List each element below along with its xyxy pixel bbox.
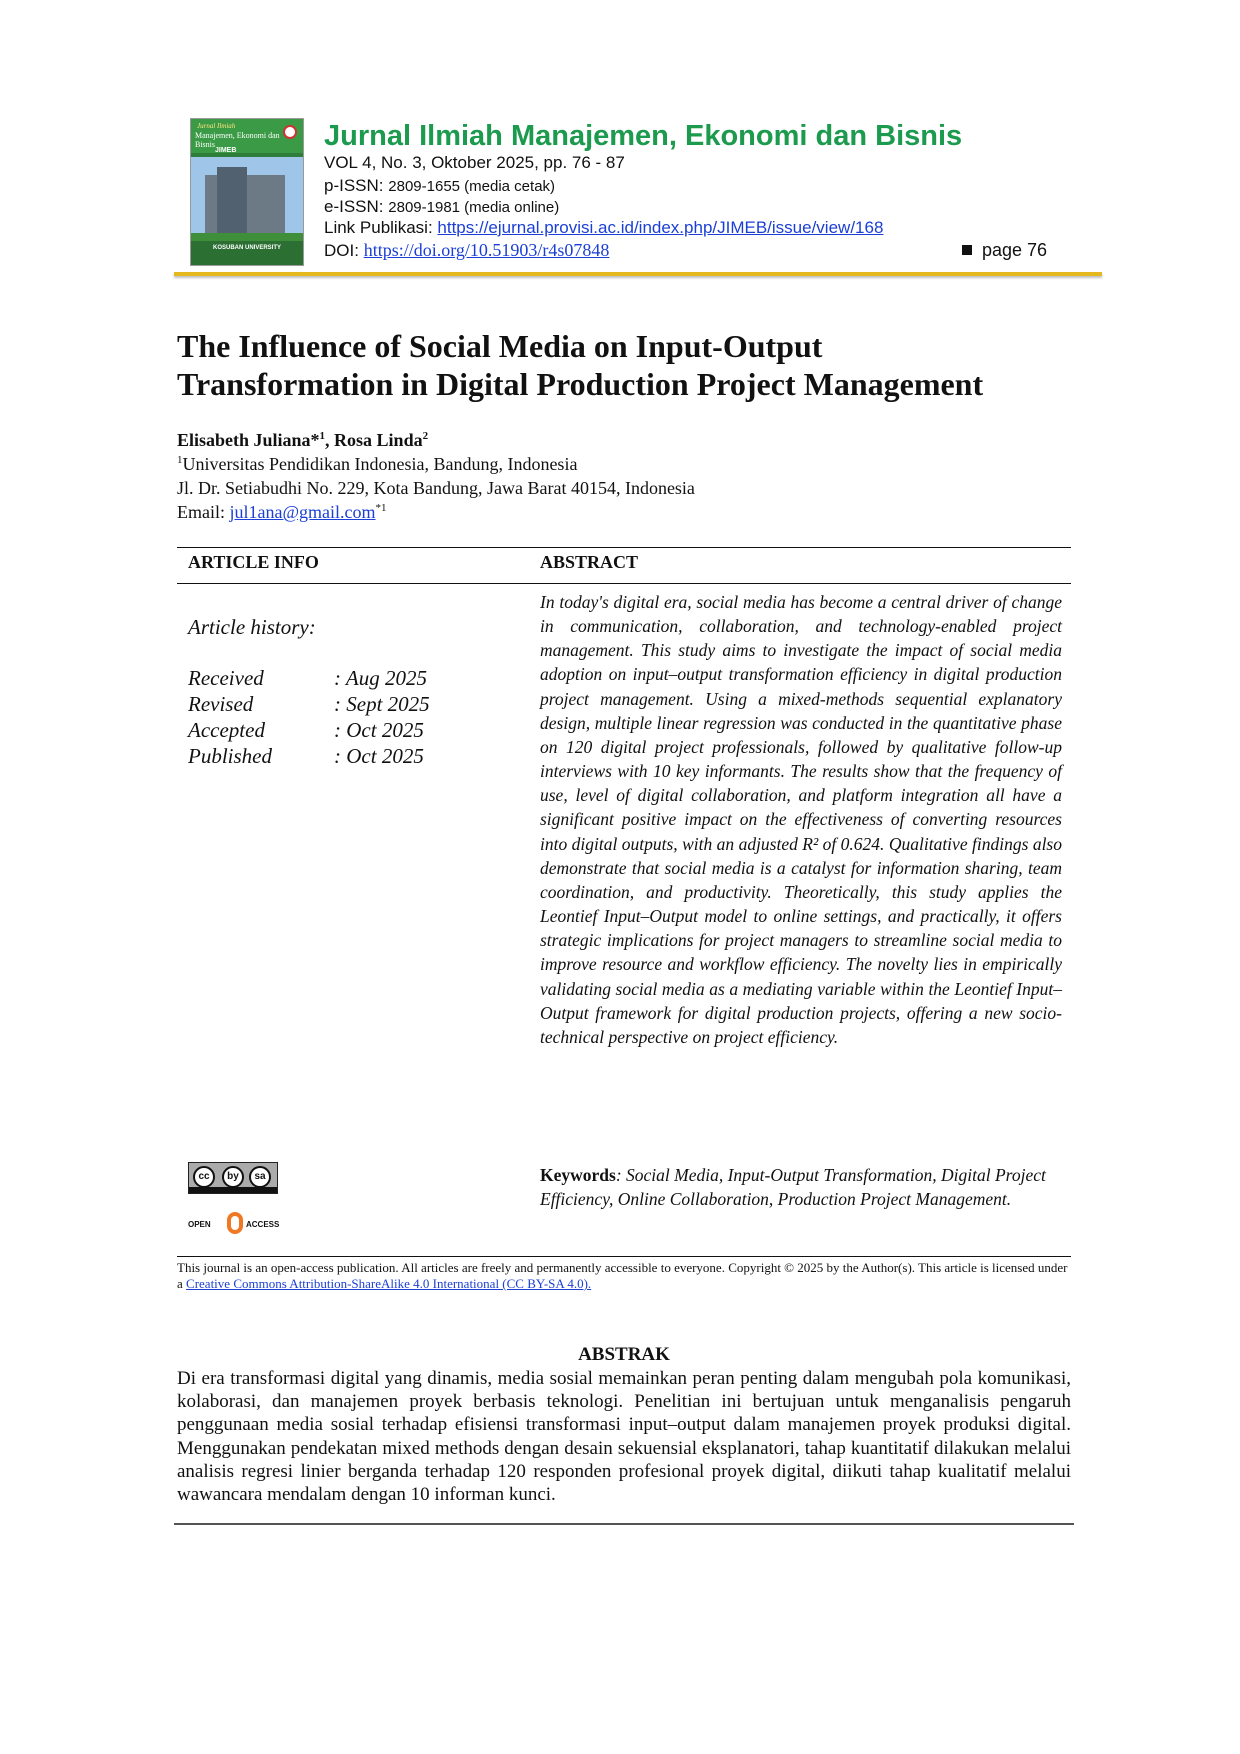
table-bottom-rule bbox=[177, 1256, 1071, 1257]
abstrak-heading: ABSTRAK bbox=[578, 1344, 670, 1365]
doi-link[interactable]: https://doi.org/10.51903/r4s07848 bbox=[363, 240, 610, 260]
publication-link[interactable]: https://ejurnal.provisi.ac.id/index.php/… bbox=[437, 218, 884, 237]
cover-abbreviation: JIMEB bbox=[215, 147, 237, 154]
license-note: This journal is an open-access publicati… bbox=[177, 1260, 1071, 1292]
history-received-label: Received bbox=[188, 666, 264, 690]
open-lock-icon bbox=[227, 1212, 243, 1234]
address: Jl. Dr. Setiabudhi No. 229, Kota Bandung… bbox=[177, 478, 695, 498]
history-received-value: : Aug 2025 bbox=[334, 666, 427, 690]
history-revised-value: : Sept 2025 bbox=[334, 692, 430, 716]
history-published-label: Published bbox=[188, 744, 272, 768]
open-access-left: OPEN bbox=[188, 1220, 211, 1229]
license-note-text: This journal is an open-access publicati… bbox=[177, 1260, 1068, 1291]
publication-link-label: Link Publikasi: bbox=[324, 218, 433, 237]
email-label: Email: bbox=[177, 502, 230, 522]
pissn-value: 2809-1655 (media cetak) bbox=[388, 178, 556, 195]
page-label: page 76 bbox=[982, 240, 1048, 260]
journal-title: Jurnal Ilmiah Manajemen, Ekonomi dan Bis… bbox=[324, 120, 963, 152]
author-line: Elisabeth Juliana*1, Rosa Linda2 bbox=[177, 430, 428, 451]
eissn-line: e-ISSN: 2809-1981 (media online) bbox=[324, 197, 559, 217]
publication-link-line: Link Publikasi: https://ejurnal.provisi.… bbox=[324, 218, 883, 238]
author-1: Elisabeth Juliana* bbox=[177, 430, 320, 450]
doi-line: DOI: https://doi.org/10.51903/r4s07848 bbox=[324, 240, 609, 261]
volume-line: VOL 4, No. 3, Oktober 2025, pp. 76 - 87 bbox=[324, 153, 625, 172]
pissn-line: p-ISSN: 2809-1655 (media cetak) bbox=[324, 176, 555, 196]
email-link[interactable]: jul1ana@gmail.com bbox=[229, 502, 376, 522]
page-number: page 76 bbox=[962, 240, 1047, 261]
by-icon: by bbox=[222, 1166, 244, 1188]
article-history-label: Article history: bbox=[188, 615, 316, 639]
abstrak-text: Di era transformasi digital yang dinamis… bbox=[177, 1368, 1071, 1506]
article-title: The Influence of Social Media on Input-O… bbox=[177, 327, 1077, 403]
table-header-rule bbox=[177, 583, 1071, 584]
cc-icon: cc bbox=[193, 1166, 215, 1188]
cc-by-sa-license-icon[interactable]: cc by sa bbox=[188, 1162, 278, 1194]
doi-label: DOI: bbox=[324, 241, 359, 260]
cover-footer: KOSUBAN UNIVERSITY bbox=[213, 245, 282, 251]
header-divider bbox=[174, 272, 1102, 276]
cover-journal-name: Manajemen, Ekonomi dan Bisnis bbox=[195, 131, 280, 149]
history-published-value: : Oct 2025 bbox=[334, 744, 424, 768]
author-2-sup: 2 bbox=[422, 430, 429, 442]
article-title-line-2: Transformation in Digital Production Pro… bbox=[177, 366, 984, 402]
cc-strip bbox=[189, 1187, 277, 1193]
abstract-heading: ABSTRACT bbox=[540, 552, 639, 572]
eissn-value: 2809-1981 (media online) bbox=[388, 199, 560, 216]
article-info-heading: ARTICLE INFO bbox=[188, 552, 319, 572]
journal-cover-image: Jurnal Ilmiah Manajemen, Ekonomi dan Bis… bbox=[190, 118, 304, 266]
article-title-line-1: The Influence of Social Media on Input-O… bbox=[177, 328, 823, 364]
keywords-label: Keywords bbox=[540, 1165, 616, 1185]
author-1-sup: 1 bbox=[319, 430, 326, 442]
history-accepted-label: Accepted bbox=[188, 718, 265, 742]
affiliation-sup: 1 bbox=[177, 454, 183, 466]
cover-tagline: Jurnal Ilmiah bbox=[197, 122, 236, 130]
sa-icon: sa bbox=[249, 1166, 271, 1188]
cover-seal-icon bbox=[283, 125, 297, 139]
history-accepted-value: : Oct 2025 bbox=[334, 718, 424, 742]
abstrak-bottom-rule bbox=[174, 1523, 1074, 1525]
author-separator: , bbox=[325, 430, 335, 450]
square-bullet-icon bbox=[962, 245, 972, 255]
open-access-icon: OPEN ACCESS bbox=[188, 1210, 288, 1240]
email-line: Email: jul1ana@gmail.com*1 bbox=[177, 502, 387, 523]
eissn-label: e-ISSN: bbox=[324, 197, 384, 216]
keywords: Keywords: Social Media, Input-Output Tra… bbox=[540, 1165, 1046, 1209]
email-sup: *1 bbox=[375, 502, 387, 514]
author-2: Rosa Linda bbox=[334, 430, 423, 450]
history-revised-label: Revised bbox=[188, 692, 254, 716]
open-access-right: ACCESS bbox=[246, 1220, 280, 1229]
license-link[interactable]: Creative Commons Attribution-ShareAlike … bbox=[186, 1276, 592, 1291]
abstract-text: In today's digital era, social media has… bbox=[540, 592, 1062, 1047]
affiliation-text: Universitas Pendidikan Indonesia, Bandun… bbox=[182, 454, 578, 474]
pissn-label: p-ISSN: bbox=[324, 176, 384, 195]
affiliation: 1Universitas Pendidikan Indonesia, Bandu… bbox=[177, 454, 577, 475]
table-top-rule bbox=[177, 547, 1071, 548]
keywords-list: Social Media, Input-Output Transformatio… bbox=[540, 1165, 1046, 1209]
